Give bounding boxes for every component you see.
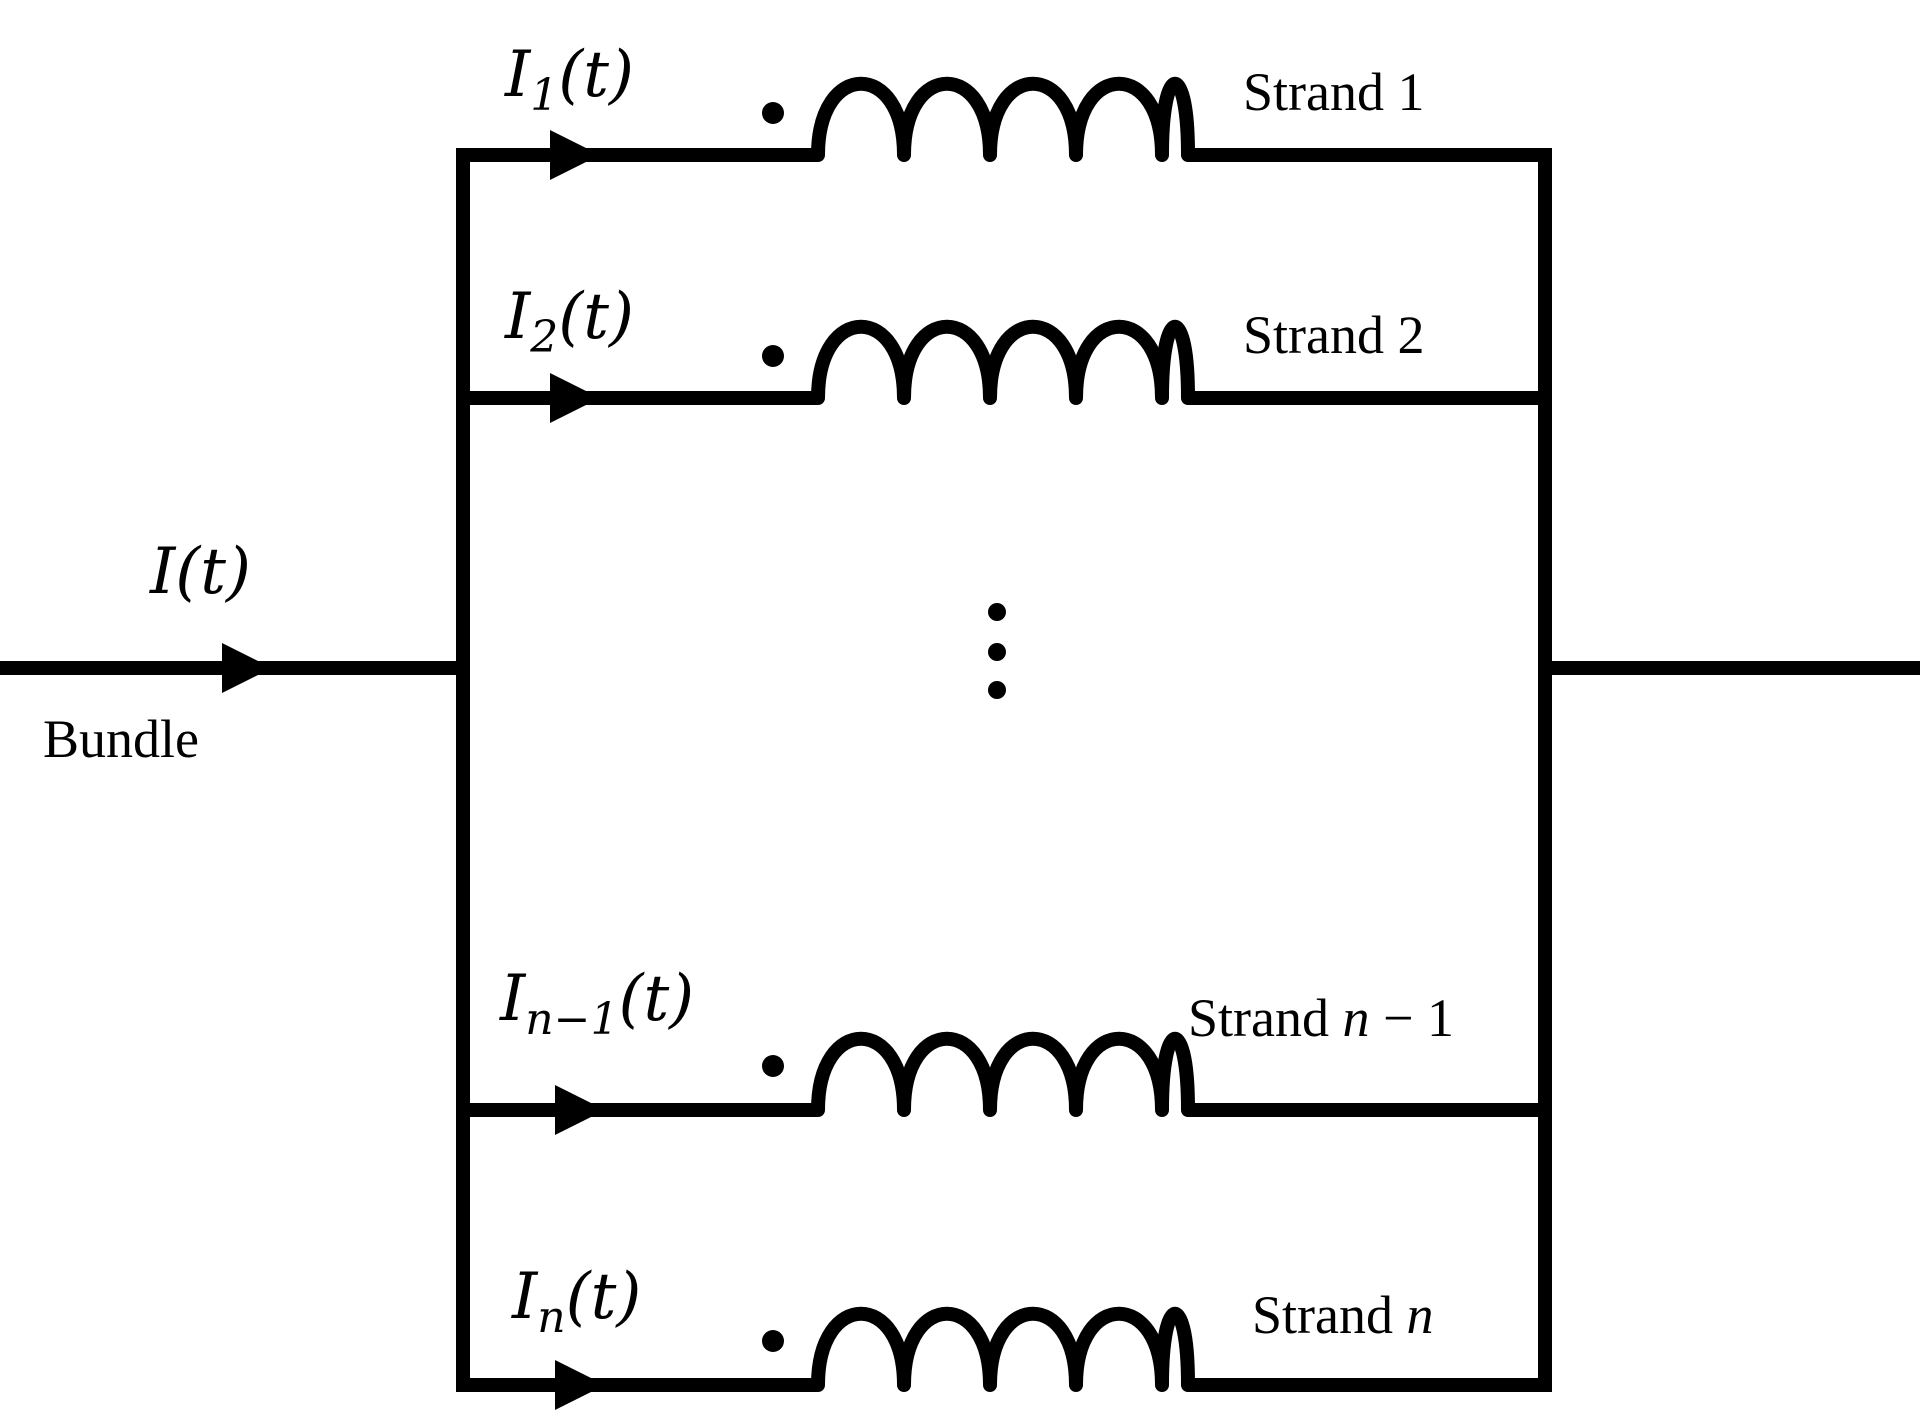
strand-n-minus-1: In−1(t) Strand n − 1 [463,962,1552,1135]
strand-2-label: Strand 2 [1243,305,1425,365]
ellipsis-dot-middle [988,643,1006,661]
strand-2-inductor-coil [805,319,1195,405]
bundle-label: Bundle [43,709,199,769]
strand-n-current-arrow [555,1360,605,1410]
strand-1-inductor-coil [805,76,1195,162]
strand-n-minus-1-current-arrow [555,1085,605,1135]
strand-1-current-label: I1(t) [504,38,634,121]
strand-2: I2(t) Strand 2 [463,280,1552,423]
strand-n: In(t) Strand n [463,1260,1552,1410]
strand-2-polarity-dot [762,345,784,367]
strand-1-current-arrow [550,130,600,180]
strand-n-polarity-dot [762,1330,784,1352]
strand-n-minus-1-inductor-coil [805,1031,1195,1117]
strand-n-minus-1-label: Strand n − 1 [1188,988,1454,1048]
ellipsis-dot-top [988,603,1006,621]
strand-n-inductor-coil [805,1306,1195,1392]
bundle-current-arrow [222,643,272,693]
strand-1-polarity-dot [762,102,784,124]
strand-n-minus-1-current-label: In−1(t) [499,962,694,1045]
strand-n-current-label: In(t) [511,1260,641,1343]
strand-1: I1(t) Strand 1 [463,38,1552,180]
strand-n-label: Strand n [1252,1285,1434,1345]
strand-2-current-label: I2(t) [504,280,634,363]
strand-2-current-arrow [550,373,600,423]
bundle-current-label: I(t) [149,535,251,609]
ellipsis-dot-bottom [988,681,1006,699]
strand-1-label: Strand 1 [1243,62,1425,122]
strand-n-minus-1-polarity-dot [762,1055,784,1077]
